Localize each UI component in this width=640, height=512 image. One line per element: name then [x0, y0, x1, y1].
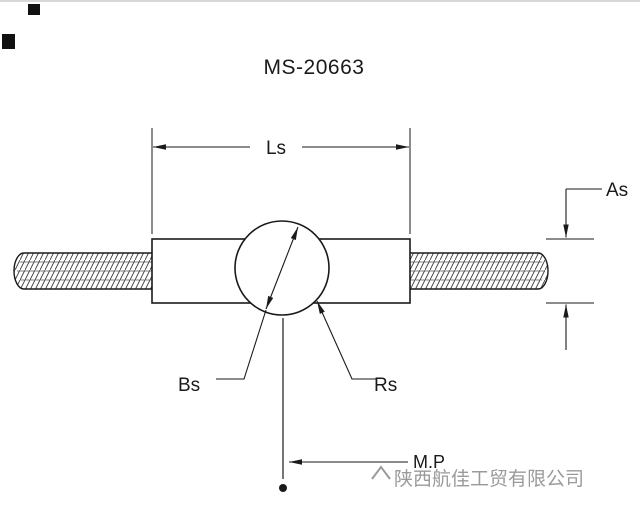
dimension-ls: Ls [151, 128, 411, 234]
bs-leader [216, 309, 267, 380]
watermark-mark [371, 465, 391, 480]
bs-arrow-lower [265, 267, 283, 310]
ls-label: Ls [266, 138, 286, 159]
watermark: 陕西航佳工贸有限公司 [371, 465, 584, 490]
mp-point [279, 484, 287, 492]
cable-left [13, 252, 158, 290]
scan-artifact [28, 4, 40, 15]
mp-label: M.P [413, 452, 445, 472]
cable-right [406, 252, 549, 290]
rs-leader-arrow [316, 300, 377, 380]
dimension-mp: M.P [279, 318, 445, 492]
dimension-as: As [546, 180, 628, 350]
watermark-text: 陕西航佳工贸有限公司 [394, 468, 584, 490]
rs-label: Rs [374, 375, 397, 396]
as-label: As [606, 180, 628, 201]
scan-artifact [2, 34, 15, 49]
part-number-title: MS-20663 [264, 56, 365, 79]
dimension-bs: Bs [178, 226, 299, 396]
bs-arrow-upper [281, 226, 299, 269]
bs-label: Bs [178, 375, 200, 396]
dimension-rs: Rs [316, 300, 397, 396]
